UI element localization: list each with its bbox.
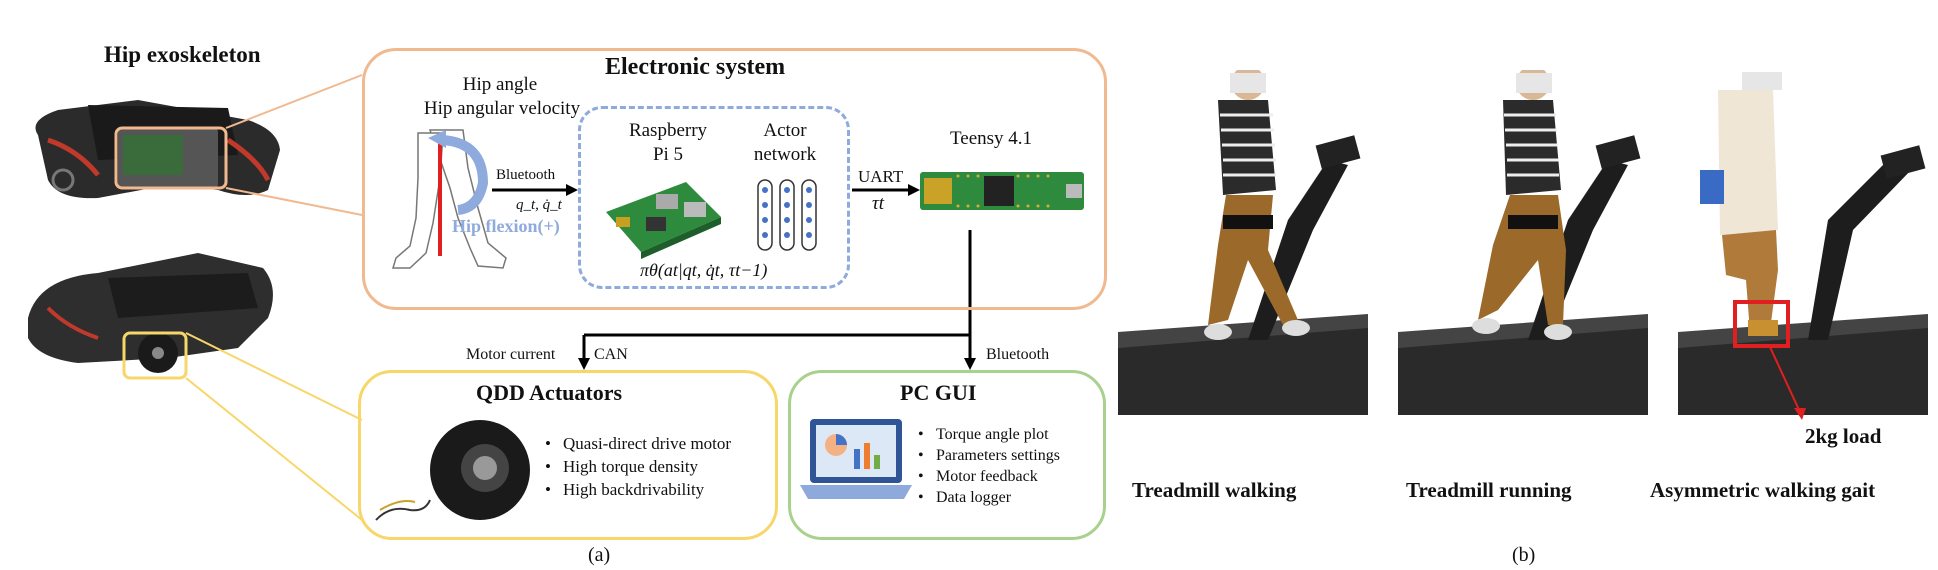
can-label: CAN bbox=[594, 346, 628, 363]
uart-label: UART bbox=[858, 167, 904, 186]
qdd-bullet-list: Quasi-direct drive motor High torque den… bbox=[545, 432, 731, 501]
qdd-actuators-box bbox=[358, 370, 778, 540]
pc-gui-title: PC GUI bbox=[900, 380, 977, 405]
electronic-system-box bbox=[362, 48, 1107, 310]
caption-b: (b) bbox=[1512, 544, 1536, 566]
hip-exoskeleton-title: Hip exoskeleton bbox=[104, 42, 261, 67]
bluetooth-label: Bluetooth bbox=[496, 167, 556, 183]
tau-label: τt bbox=[872, 193, 885, 214]
qdd-motor-icon bbox=[375, 420, 530, 521]
treadmill-running-photo bbox=[1398, 70, 1648, 415]
actor-label: Actor bbox=[763, 120, 807, 141]
sensor-label-line2: Hip angular velocity bbox=[423, 98, 581, 119]
exoskeleton-bottom-photo bbox=[18, 238, 288, 388]
sensor-label-line1: Hip angle bbox=[462, 74, 538, 95]
pc-gui-bullet: Torque angle plot bbox=[918, 424, 1060, 445]
pc-gui-bullet: Motor feedback bbox=[918, 466, 1060, 487]
label-treadmill-running: Treadmill running bbox=[1406, 478, 1572, 502]
teensy-board-icon bbox=[920, 172, 1084, 210]
pc-gui-bullet: Parameters settings bbox=[918, 445, 1060, 466]
motor-current-label: Motor current bbox=[466, 346, 556, 363]
hip-flexion-label: Hip flexion(+) bbox=[452, 216, 560, 236]
pi-label: Pi 5 bbox=[652, 144, 684, 165]
pc-gui-bullet: Data logger bbox=[918, 487, 1060, 508]
label-asymmetric-gait: Asymmetric walking gait bbox=[1650, 478, 1876, 502]
state-label: q_t, q̇_t bbox=[516, 197, 562, 213]
pc-gui-box bbox=[788, 370, 1106, 540]
pc-gui-bullet-list: Torque angle plot Parameters settings Mo… bbox=[918, 424, 1060, 508]
bluetooth-label-2: Bluetooth bbox=[986, 346, 1050, 363]
load-label: 2kg load bbox=[1805, 424, 1882, 448]
qdd-bullet: High backdrivability bbox=[545, 478, 731, 501]
qdd-bullet: High torque density bbox=[545, 455, 731, 478]
label-treadmill-walking: Treadmill walking bbox=[1132, 478, 1297, 502]
leg-sketch-icon bbox=[391, 129, 507, 269]
electronic-system-title: Electronic system bbox=[605, 54, 786, 80]
treadmill-walking-photo bbox=[1118, 70, 1368, 415]
asymmetric-gait-photo bbox=[1678, 70, 1928, 415]
exoskeleton-top-photo bbox=[18, 80, 288, 215]
network-label: network bbox=[753, 144, 817, 165]
teensy-label: Teensy 4.1 bbox=[950, 128, 1033, 149]
qdd-title: QDD Actuators bbox=[476, 380, 623, 405]
caption-a: (a) bbox=[588, 544, 611, 566]
raspberry-label: Raspberry bbox=[628, 120, 708, 141]
laptop-icon bbox=[800, 419, 912, 499]
raspberry-pi-board-icon bbox=[606, 182, 721, 259]
policy-label: πθ(at|qt, q̇t, τt−1) bbox=[640, 260, 768, 280]
actor-network-icon bbox=[757, 179, 817, 251]
compute-dashed-box bbox=[578, 106, 850, 289]
qdd-bullet: Quasi-direct drive motor bbox=[545, 432, 731, 455]
